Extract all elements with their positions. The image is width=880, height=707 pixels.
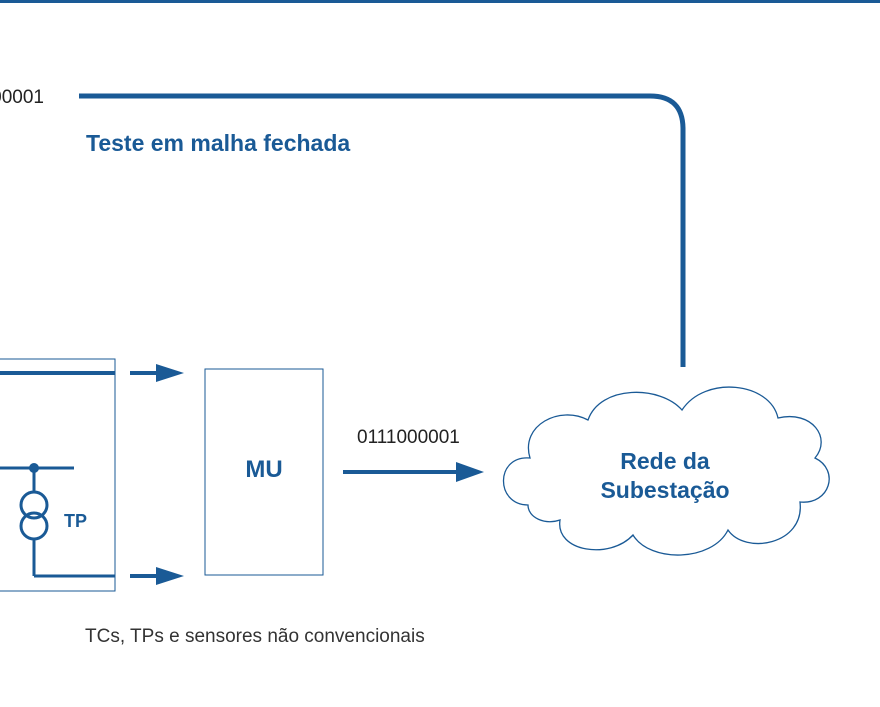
middle-binary-code: 0111000001 (357, 427, 460, 448)
merging-unit-box (204, 368, 324, 576)
cloud-shape (502, 386, 830, 556)
merging-unit-label: MU (245, 456, 283, 483)
top-divider (0, 0, 880, 3)
tp-label: TP (64, 511, 88, 531)
voltage-transformer-icon (19, 463, 115, 578)
sensor-box (0, 358, 116, 592)
feedback-loop-line (79, 93, 686, 367)
arrow-right-icon (130, 567, 184, 585)
cloud-label-line-2: Subestação (600, 476, 730, 503)
cloud-label: Rede da Subestação (548, 447, 782, 505)
arrow-right-icon (130, 364, 184, 382)
diagram-caption: TCs, TPs e sensores não convencionais (85, 626, 425, 647)
top-binary-code: 0111000001 (0, 88, 44, 107)
loop-title: Teste em malha fechada (86, 130, 351, 156)
arrow-right-icon (343, 462, 484, 482)
cloud-label-line-1: Rede da (620, 448, 710, 474)
